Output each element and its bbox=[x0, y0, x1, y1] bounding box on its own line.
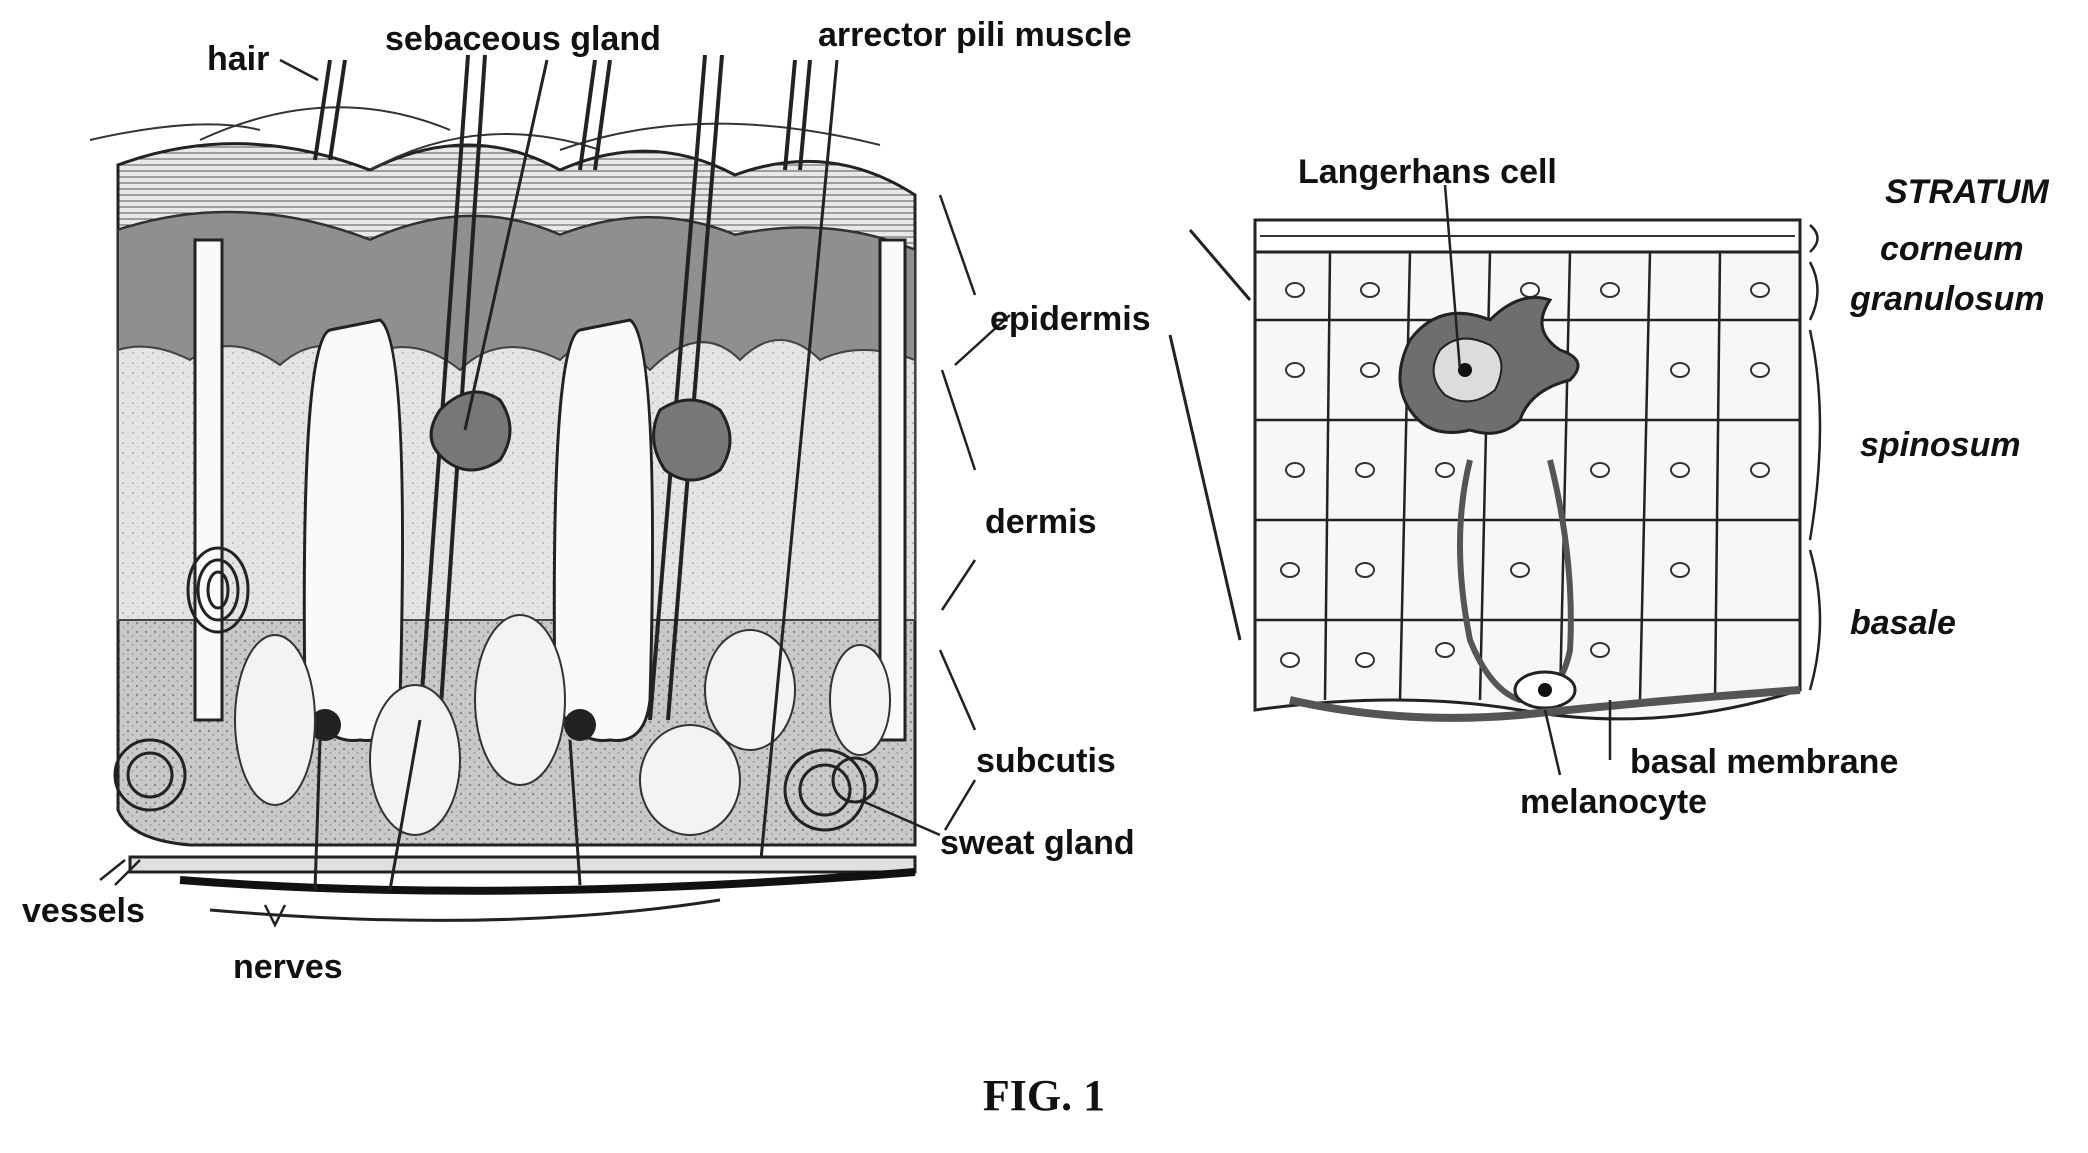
epidermis-detail bbox=[1255, 185, 1820, 775]
vessel-dark bbox=[180, 872, 915, 891]
label-vessels: vessels bbox=[22, 894, 145, 928]
vessel-band bbox=[130, 857, 915, 872]
nerve-line bbox=[210, 900, 720, 920]
zoom-lines bbox=[1170, 230, 1250, 640]
label-basal-membrane: basal membrane bbox=[1630, 745, 1898, 779]
label-langerhans-cell: Langerhans cell bbox=[1298, 155, 1557, 189]
label-spinosum: spinosum bbox=[1860, 428, 2021, 462]
label-arrector-pili-muscle: arrector pili muscle bbox=[818, 18, 1132, 52]
label-stratum: STRATUM bbox=[1885, 175, 2049, 209]
label-sebaceous-gland: sebaceous gland bbox=[385, 22, 661, 56]
skin-section bbox=[90, 55, 1250, 925]
label-sweat-gland: sweat gland bbox=[940, 826, 1135, 860]
label-basale: basale bbox=[1850, 606, 1956, 640]
figure-caption: FIG. 1 bbox=[0, 1070, 2088, 1121]
label-melanocyte: melanocyte bbox=[1520, 785, 1707, 819]
label-nerves: nerves bbox=[233, 950, 343, 984]
label-dermis: dermis bbox=[985, 505, 1097, 539]
label-epidermis: epidermis bbox=[990, 302, 1151, 336]
label-subcutis: subcutis bbox=[976, 744, 1116, 778]
label-corneum: corneum bbox=[1880, 232, 2024, 266]
stratum-braces bbox=[1810, 225, 1820, 690]
label-hair: hair bbox=[207, 42, 269, 76]
label-granulosum: granulosum bbox=[1850, 282, 2045, 316]
